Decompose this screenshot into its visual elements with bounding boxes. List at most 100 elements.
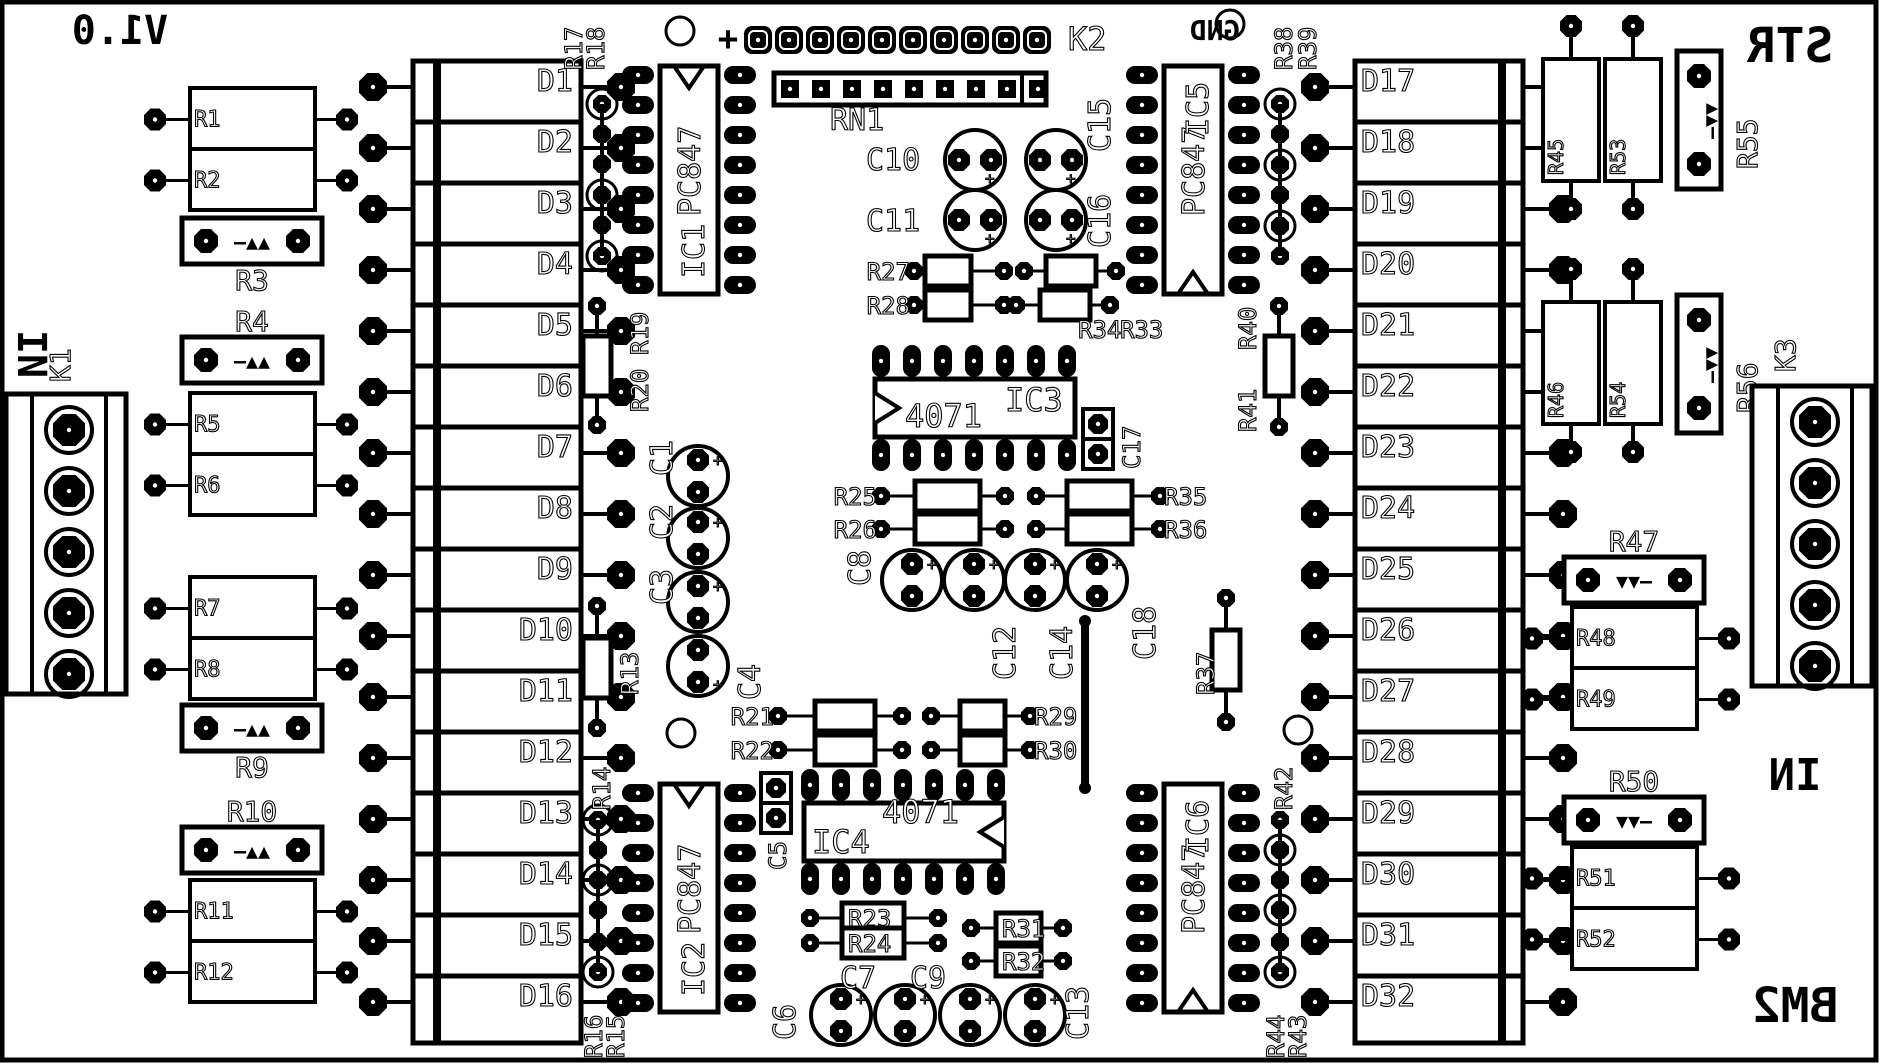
drill-hole: [1004, 86, 1010, 92]
diode-label: D9: [537, 552, 573, 587]
capacitor-outline: [1003, 983, 1067, 1047]
trimmer-symbol: —▲▲: [234, 717, 270, 741]
capacitor-label: C3: [645, 569, 680, 605]
drill-hole: [737, 162, 743, 168]
ic-part-label: PC847: [1177, 844, 1212, 934]
resistor: R21: [730, 698, 911, 734]
ic-body: [1161, 63, 1225, 297]
resistor-label: R34: [1078, 316, 1121, 344]
drill-hole: [993, 782, 999, 788]
drill-hole: [203, 357, 209, 363]
drill-hole: [618, 816, 624, 822]
drill-hole: [1241, 222, 1247, 228]
drill-hole: [370, 511, 376, 517]
diode-label: D13: [519, 796, 573, 831]
polarity-mark: +: [856, 990, 866, 1009]
terminal-screw: [44, 649, 94, 699]
resistor: R30: [922, 732, 1078, 768]
drill-hole: [1241, 850, 1247, 856]
drill-hole: [909, 593, 915, 599]
drill-hole: [695, 519, 701, 525]
drill-hole: [1276, 424, 1282, 430]
drill-hole: [370, 816, 376, 822]
header-pin-ring: [810, 30, 830, 50]
polarity-mark: +: [985, 990, 995, 1009]
diode-label: D22: [1361, 369, 1415, 404]
resistor-label: R28: [867, 292, 910, 320]
resistor-label: R51: [1576, 867, 1616, 892]
drill-hole: [1139, 910, 1145, 916]
drill-hole: [370, 633, 376, 639]
resistor-body: [957, 698, 1008, 734]
drill-hole: [1060, 958, 1066, 964]
diode-label: D10: [519, 613, 573, 648]
resistor: R27: [866, 253, 1013, 289]
drill-hole: [1064, 358, 1070, 364]
drill-hole: [635, 252, 641, 258]
drill-hole: [1726, 636, 1732, 641]
drill-hole: [1696, 161, 1702, 167]
drill-hole: [737, 282, 743, 288]
drill-hole: [1001, 268, 1007, 274]
diode-label: D7: [537, 430, 573, 465]
ic-ref-label: IC2: [677, 942, 712, 996]
trimmer-label: R3: [235, 264, 269, 297]
drill-hole: [618, 633, 624, 639]
diode-label: D5: [537, 308, 573, 343]
trimmer-label: R10: [227, 795, 278, 828]
resistor-label: R20: [626, 369, 654, 412]
resistor-label: R52: [1576, 928, 1616, 953]
cathode-band: [1498, 61, 1506, 1043]
k2-label: K2: [1068, 20, 1107, 58]
resistor-label: R44: [1262, 1015, 1290, 1058]
drill-hole: [773, 785, 779, 791]
drill-hole: [1032, 996, 1038, 1002]
diode-label: D8: [537, 491, 573, 526]
terminal-screw: [1790, 458, 1840, 508]
capacitor: +C12: [942, 548, 1024, 681]
drill-hole: [1630, 23, 1636, 29]
drill-hole: [1568, 23, 1574, 29]
drill-hole: [968, 958, 974, 964]
drill-hole: [1312, 389, 1318, 395]
resistor-label: R26: [834, 516, 877, 544]
drill-hole: [370, 145, 376, 151]
film-capacitor: C5: [759, 771, 793, 871]
terminal-screw: [1790, 580, 1840, 630]
resistor: [1007, 287, 1119, 323]
resistor: R25: [833, 478, 1014, 514]
drill-hole: [911, 268, 917, 274]
ic-notch: [1176, 986, 1210, 1014]
diode-label: D30: [1361, 857, 1415, 892]
drill-hole: [344, 970, 350, 975]
drill-hole: [928, 713, 934, 719]
drill-hole: [344, 117, 350, 122]
resistor-body: [993, 910, 1044, 946]
drill-hole: [203, 847, 209, 853]
drill-hole: [1032, 593, 1038, 599]
capacitor-outline: [873, 983, 937, 1047]
resistor-label: R29: [1034, 703, 1077, 731]
drill-hole: [1139, 820, 1145, 826]
drill-hole: [370, 999, 376, 1005]
resistor-label: R27: [867, 258, 910, 286]
drill-hole: [737, 880, 743, 886]
jumper-pad: [1079, 782, 1091, 794]
polarity-mark: +: [1050, 990, 1060, 1009]
capacitor-label: C9: [910, 961, 946, 996]
drill-hole: [931, 876, 937, 882]
drill-hole: [1107, 302, 1113, 308]
drill-hole: [1094, 593, 1100, 599]
gnd-label: GND: [1190, 14, 1241, 47]
drill-hole: [594, 422, 600, 428]
drill-hole: [618, 145, 624, 151]
polarity-mark: +: [1066, 169, 1076, 188]
vertical-trimmer: ▲▲—R55: [1674, 48, 1765, 192]
drill-hole: [635, 192, 641, 198]
resistor-label: R49: [1576, 688, 1616, 713]
drill-hole: [1013, 302, 1019, 308]
